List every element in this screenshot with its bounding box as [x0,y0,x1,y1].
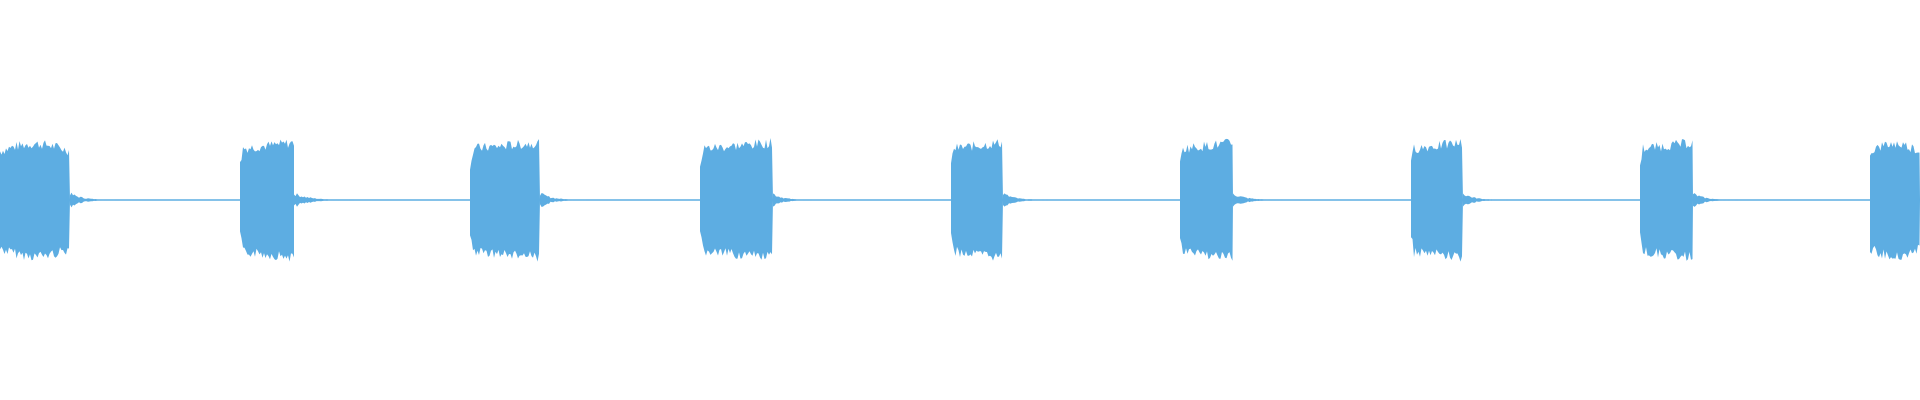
waveform-decay-tail [294,193,354,207]
waveform-burst [0,140,70,261]
waveform-burst [951,139,1003,261]
waveform-burst [1411,139,1463,262]
waveform-bursts [0,138,1920,262]
waveform-burst [240,139,294,262]
waveform-burst [470,139,540,262]
waveform-decay-tail [1463,193,1508,207]
waveform-decay-tail [70,192,120,208]
waveform-decay-tail [1003,193,1048,207]
waveform-burst [700,138,773,260]
waveform-decay-tail [1693,193,1738,207]
waveform-burst [1870,141,1920,260]
waveform-decay-tail [540,193,590,207]
waveform-decay-tail [773,193,812,207]
waveform-burst [1640,139,1693,261]
waveform-burst [1180,138,1233,261]
waveform-decay-tail [1233,193,1283,207]
